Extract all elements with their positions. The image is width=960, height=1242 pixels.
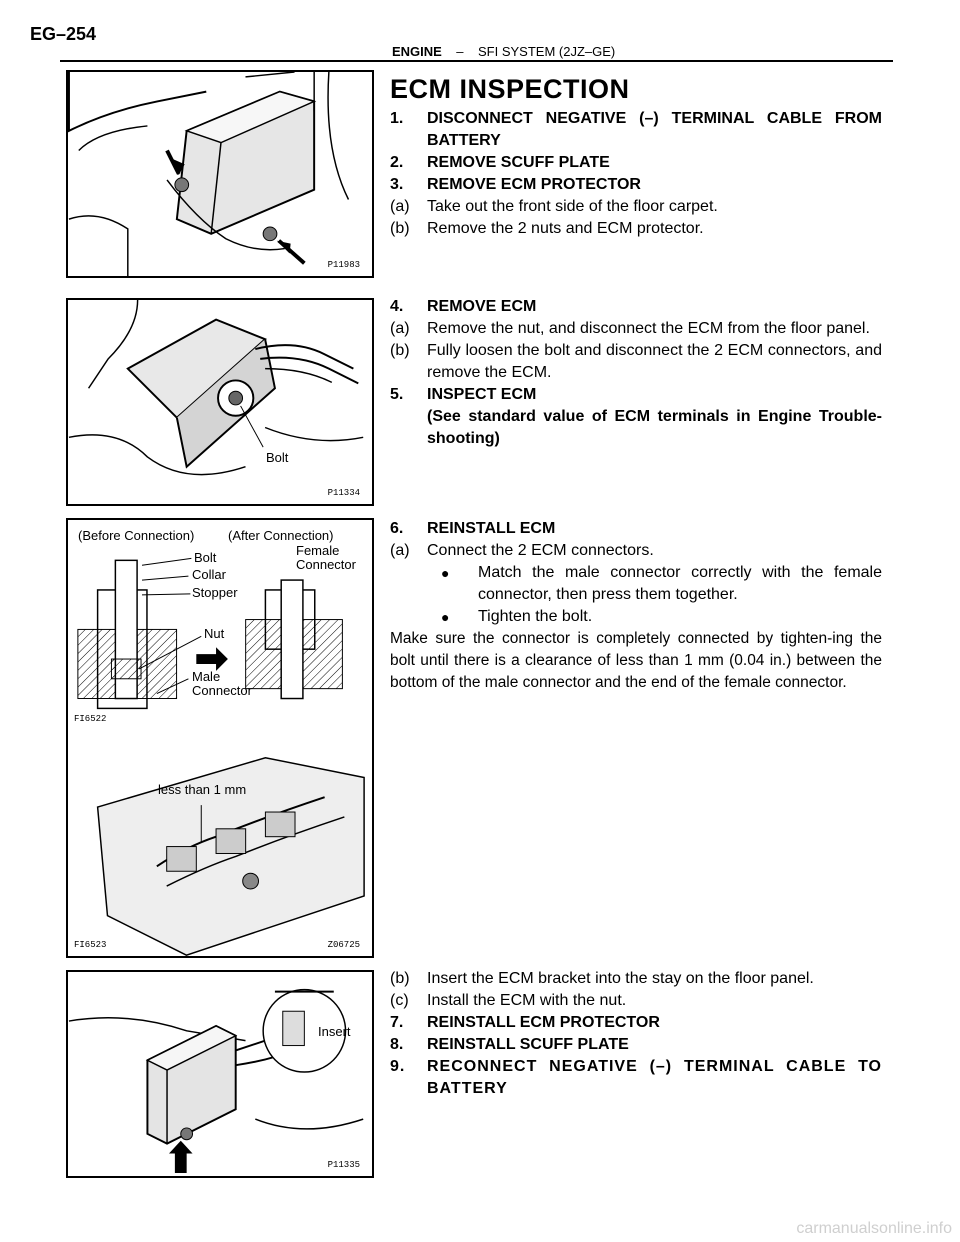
- step-2: 2. REMOVE SCUFF PLATE: [390, 152, 882, 174]
- male-label: Male: [192, 669, 221, 684]
- remove-ecm-illustration: [68, 300, 364, 476]
- step-text: REMOVE ECM: [427, 298, 537, 315]
- header-subsection: SFI SYSTEM (2JZ–GE): [477, 44, 616, 59]
- step-text: Fully loosen the bolt and disconnect the…: [427, 342, 882, 381]
- step-number: 6.: [390, 520, 404, 537]
- male-connector-word: Connector: [192, 683, 252, 698]
- step-3a: (a) Take out the front side of the floor …: [390, 196, 882, 218]
- step-number: 8.: [390, 1036, 404, 1053]
- step-text: (See standard value of ECM terminals in …: [427, 408, 882, 447]
- step-text: Connect the 2 ECM connectors.: [427, 542, 654, 559]
- step-6: 6. REINSTALL ECM: [390, 518, 882, 540]
- collar-label: Collar: [192, 567, 226, 582]
- connector-section-illustration: [77, 557, 365, 956]
- step-number: 2.: [390, 154, 404, 171]
- header-title: ENGINE – SFI SYSTEM (2JZ–GE): [392, 44, 615, 59]
- step-3b: (b) Remove the 2 nuts and ECM protector.: [390, 218, 882, 240]
- step-4b: (b) Fully loosen the bolt and disconnect …: [390, 340, 882, 384]
- page-number: EG–254: [30, 24, 97, 44]
- figure-remove-ecm: Bolt P11334: [66, 298, 374, 506]
- header-rule: [60, 60, 893, 62]
- bolt-label: Bolt: [266, 450, 289, 465]
- step-5-note: (See standard value of ECM terminals in …: [390, 406, 882, 450]
- step-number: 9.: [390, 1058, 406, 1075]
- figure-reinstall-ecm: Insert P11335: [66, 970, 374, 1178]
- step-6a: (a) Connect the 2 ECM connectors.: [390, 540, 882, 562]
- reinstall-ecm-illustration: [68, 988, 364, 1174]
- procedure-block-3: 6. REINSTALL ECM (a) Connect the 2 ECM con…: [390, 518, 882, 694]
- step-text: REINSTALL SCUFF PLATE: [427, 1036, 629, 1053]
- after-connection-label: (After Connection): [228, 528, 334, 543]
- step-4a: (a) Remove the nut, and disconnect the EC…: [390, 318, 882, 340]
- step-text: REINSTALL ECM PROTECTOR: [427, 1014, 660, 1031]
- insert-label: Insert: [318, 1024, 351, 1039]
- bullet-icon: ●: [441, 609, 450, 625]
- figure-ecm-protector: P11983: [66, 70, 374, 278]
- bolt-label: Bolt: [194, 550, 217, 565]
- step-number: (c): [390, 992, 409, 1009]
- step-1: 1. DISCONNECT NEGATIVE (–) TERMINAL CABLE…: [390, 108, 882, 152]
- step-6c: (c) Install the ECM with the nut.: [390, 990, 882, 1012]
- bullet-item: ● Match the male connector correctly with…: [390, 562, 882, 606]
- step-text: DISCONNECT NEGATIVE (–) TERMINAL CABLE F…: [427, 110, 882, 149]
- step-8: 8. REINSTALL SCUFF PLATE: [390, 1034, 882, 1056]
- female-label: Female: [296, 543, 340, 558]
- step-number: 5.: [390, 386, 404, 403]
- step-number: (a): [390, 542, 410, 559]
- step-text: RECONNECT NEGATIVE (–) TERMINAL CABLE TO…: [427, 1058, 882, 1097]
- bullet-text: Tighten the bolt.: [478, 608, 593, 625]
- figure-code: P11335: [327, 1160, 360, 1170]
- step-text: INSPECT ECM: [427, 386, 537, 403]
- step-text: Remove the nut, and disconnect the ECM f…: [427, 320, 870, 337]
- bullet-icon: ●: [441, 565, 450, 581]
- step-text: Take out the front side of the floor car…: [427, 198, 718, 215]
- procedure-block-1: 1. DISCONNECT NEGATIVE (–) TERMINAL CABLE…: [390, 108, 882, 240]
- step-6b: (b) Insert the ECM bracket into the stay …: [390, 968, 882, 990]
- step-text: REMOVE ECM PROTECTOR: [427, 176, 641, 193]
- nut-label: Nut: [204, 626, 225, 641]
- step-text: REMOVE SCUFF PLATE: [427, 154, 610, 171]
- watermark: carmanualsonline.info: [796, 1220, 952, 1237]
- header-separator: –: [456, 44, 464, 59]
- step-number: (b): [390, 970, 410, 987]
- step-4: 4. REMOVE ECM: [390, 296, 882, 318]
- step-9: 9. RECONNECT NEGATIVE (–) TERMINAL CABLE …: [390, 1056, 882, 1100]
- connection-note: Make sure the connector is completely co…: [390, 630, 882, 691]
- figure-code-bottom: FI6523: [74, 940, 107, 950]
- male-connector-label: Male Connector: [192, 670, 252, 698]
- less-than-label: less than 1 mm: [158, 782, 247, 797]
- figure-code-top: FI6522: [74, 714, 107, 724]
- figure-code: P11983: [327, 260, 360, 270]
- step-number: (b): [390, 220, 410, 237]
- before-connection-label: (Before Connection): [78, 528, 195, 543]
- female-connector-word: Connector: [296, 557, 356, 572]
- page-title: ECM INSPECTION: [390, 74, 630, 104]
- header-section: ENGINE: [392, 44, 442, 59]
- female-connector-label: Female Connector: [296, 544, 356, 572]
- step-text: Remove the 2 nuts and ECM protector.: [427, 220, 704, 237]
- step-number: (b): [390, 342, 410, 359]
- figure-connectors: (Before Connection) (After Connection) B…: [66, 518, 374, 958]
- step-5: 5. INSPECT ECM: [390, 384, 882, 406]
- ecm-protector-illustration: [68, 72, 350, 276]
- step-number: 4.: [390, 298, 404, 315]
- step-number: 7.: [390, 1014, 404, 1031]
- step-7: 7. REINSTALL ECM PROTECTOR: [390, 1012, 882, 1034]
- procedure-block-4: (b) Insert the ECM bracket into the stay …: [390, 968, 882, 1100]
- step-number: 3.: [390, 176, 404, 193]
- step-text: Insert the ECM bracket into the stay on …: [427, 970, 814, 987]
- procedure-block-2: 4. REMOVE ECM (a) Remove the nut, and disc…: [390, 296, 882, 450]
- step-text: Install the ECM with the nut.: [427, 992, 627, 1009]
- step-number: (a): [390, 198, 410, 215]
- step-number: 1.: [390, 110, 404, 127]
- bullet-item: ● Tighten the bolt.: [390, 606, 882, 628]
- stopper-label: Stopper: [192, 585, 238, 600]
- step-text: REINSTALL ECM: [427, 520, 556, 537]
- figure-code: P11334: [327, 488, 360, 498]
- bullet-text: Match the male connector correctly with …: [478, 564, 882, 603]
- figure-code-right: Z06725: [327, 940, 360, 950]
- step-number: (a): [390, 320, 410, 337]
- step-3: 3. REMOVE ECM PROTECTOR: [390, 174, 882, 196]
